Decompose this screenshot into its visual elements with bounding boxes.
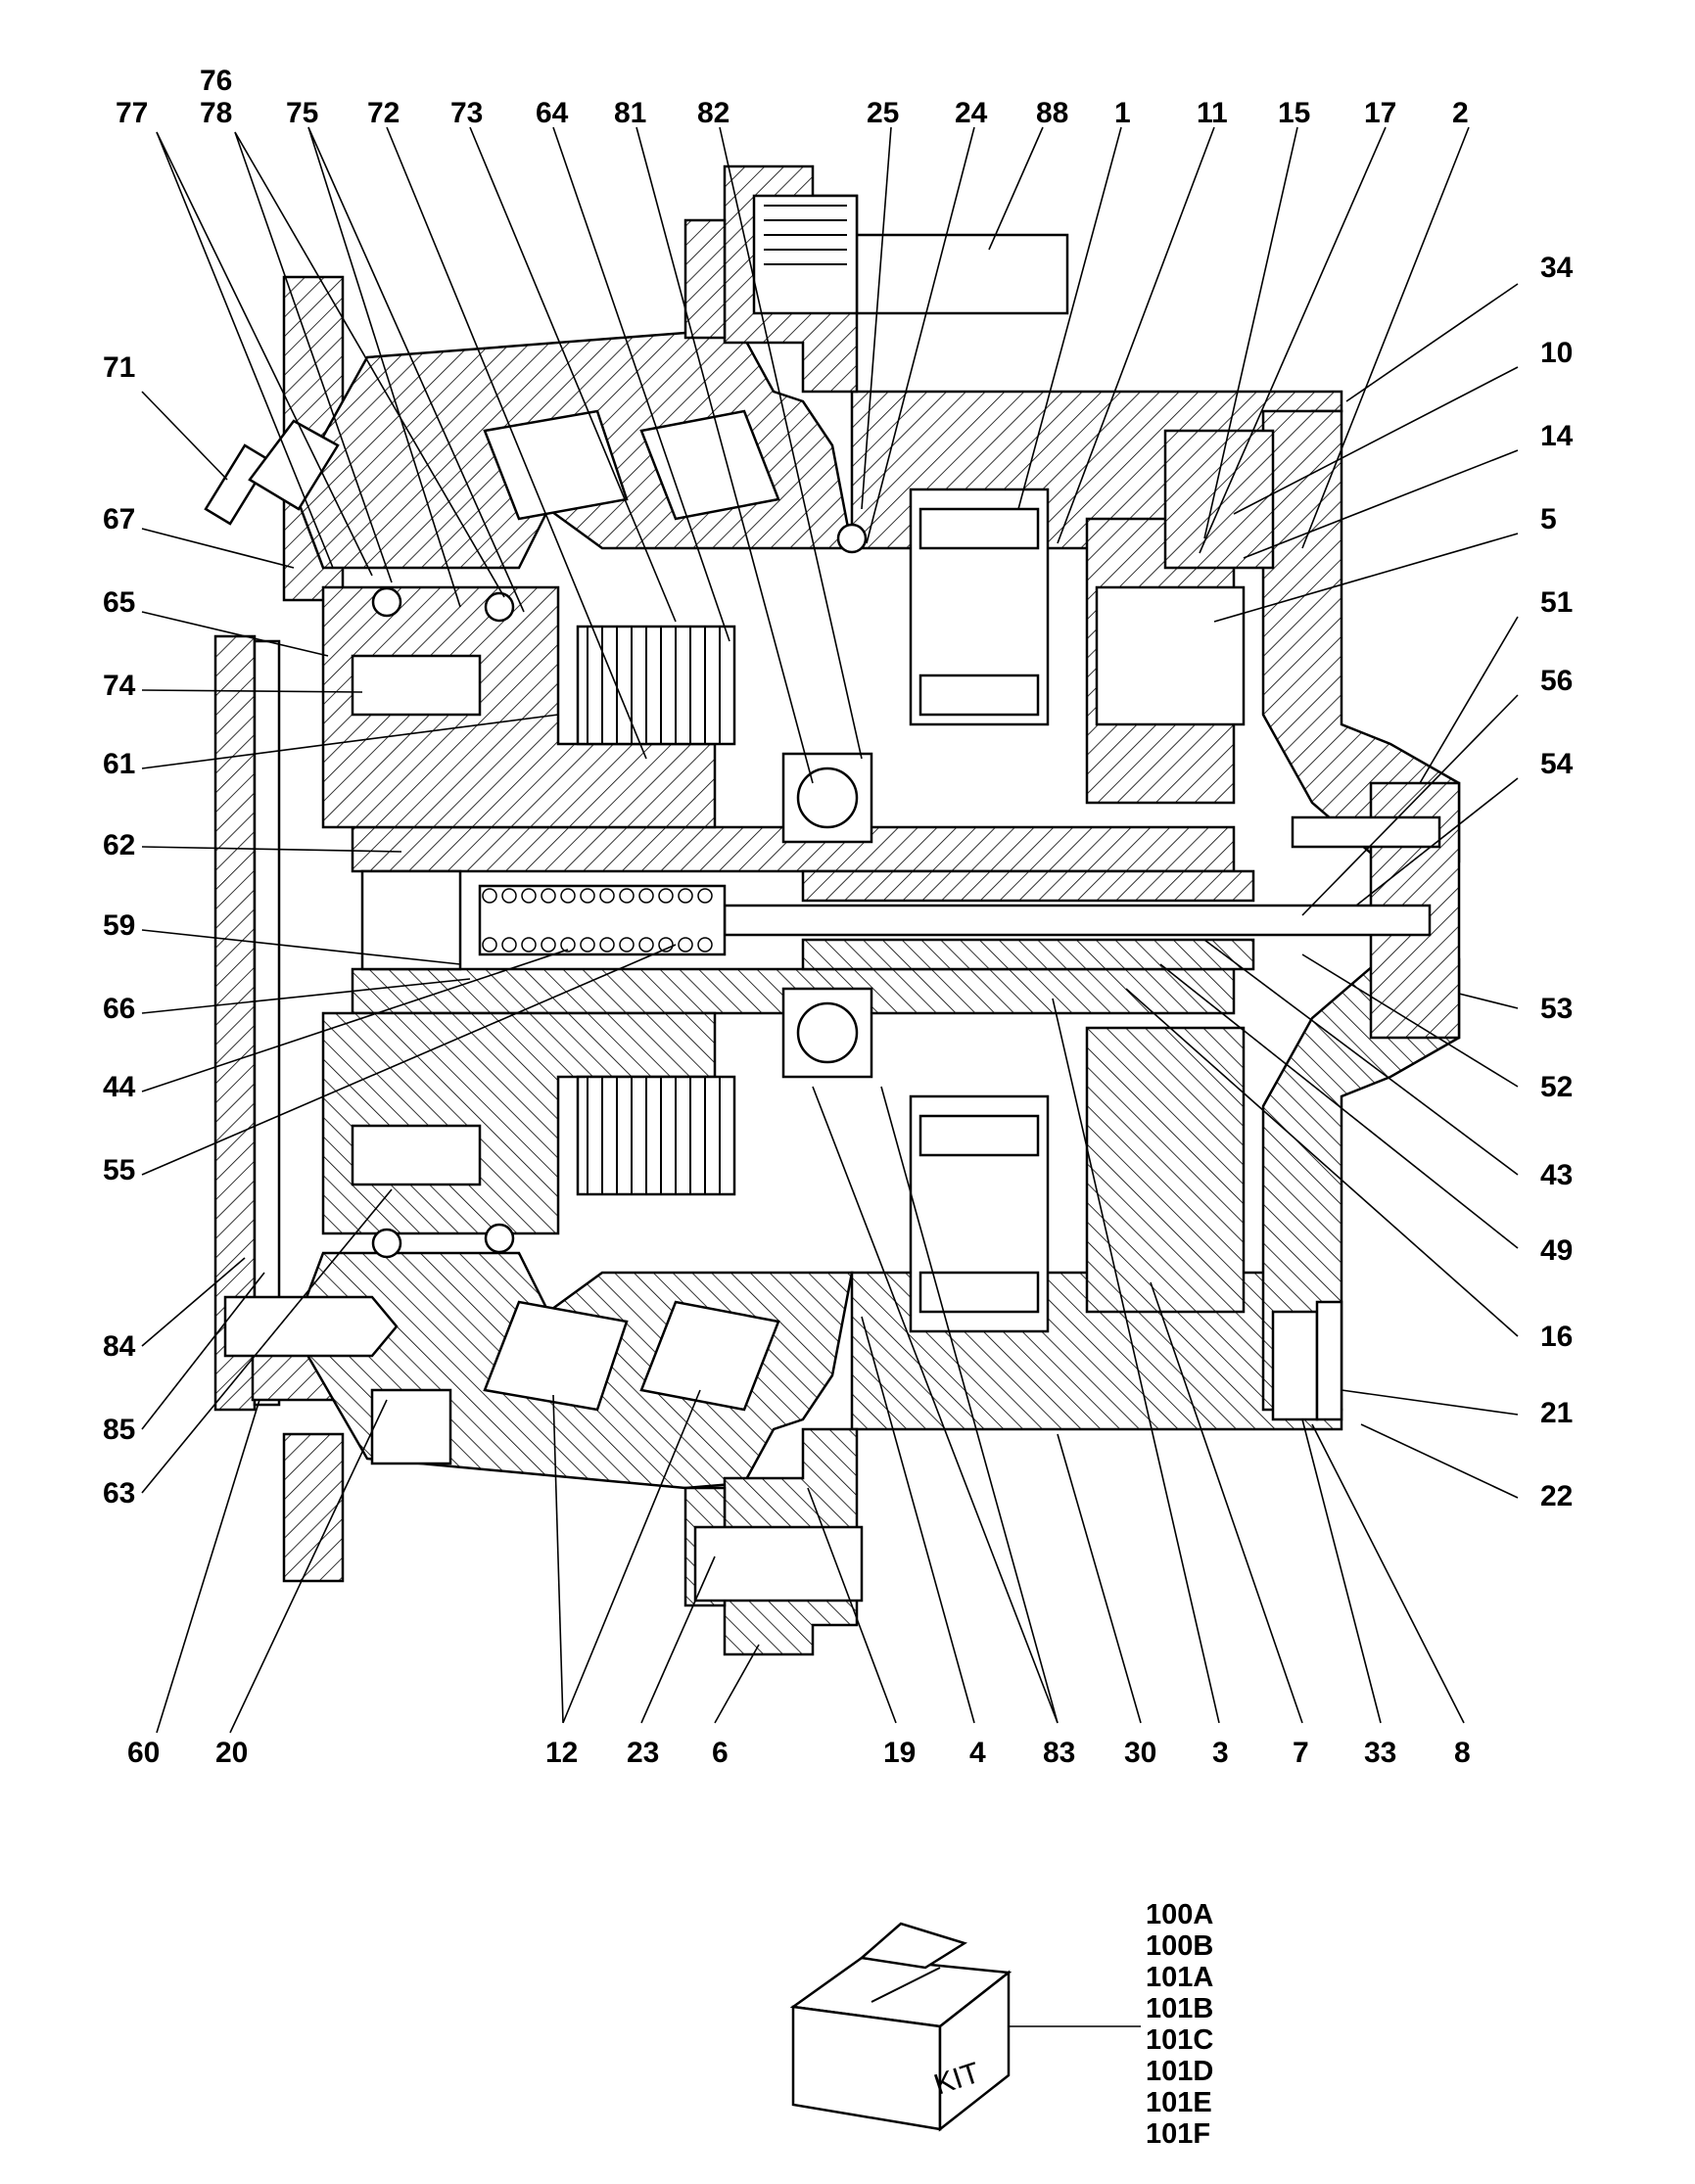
kit-item: 101B: [1146, 1993, 1213, 2024]
label: 8: [1454, 1737, 1471, 1769]
label: 84: [103, 1330, 136, 1363]
label: 15: [1278, 97, 1310, 129]
label: 49: [1540, 1234, 1573, 1267]
label: 85: [103, 1414, 135, 1446]
taper-bearings: [483, 409, 780, 1412]
brake-assembly: [321, 585, 736, 1235]
kit-item: 101A: [1146, 1962, 1213, 1993]
label: 2: [1452, 97, 1469, 129]
label: 83: [1043, 1737, 1075, 1769]
labels-top: 77 76 78 75 72 73 64 81 82 25 24 88 1 11…: [116, 65, 1469, 129]
label: 88: [1036, 97, 1068, 129]
ball-bearings: [371, 523, 873, 1259]
label: 71: [103, 351, 135, 384]
label: 14: [1540, 420, 1574, 452]
label: 59: [103, 909, 135, 942]
kit-item: 101C: [1146, 2024, 1213, 2056]
planetary-gear: [1085, 429, 1275, 1314]
label: 21: [1540, 1397, 1573, 1429]
label: 72: [367, 97, 400, 129]
label: 64: [536, 97, 569, 129]
kit-item: 101F: [1146, 2118, 1210, 2150]
needle-bearings: [909, 488, 1050, 1333]
kit-items: 100A 100B 101A 101B 101C 101D 101E 101F: [1146, 1899, 1213, 2150]
labels-left: 71 67 65 74 61 62 59 66 44 55 84 85 63: [103, 351, 136, 1510]
label: 43: [1540, 1159, 1573, 1191]
label: 54: [1540, 748, 1574, 780]
label: 33: [1364, 1737, 1396, 1769]
label: 11: [1197, 97, 1228, 129]
label: 44: [103, 1071, 136, 1103]
label: 23: [627, 1737, 659, 1769]
label: 5: [1540, 503, 1557, 535]
label: 56: [1540, 665, 1573, 697]
label: 6: [712, 1737, 729, 1769]
label: 12: [545, 1737, 578, 1769]
label: 19: [883, 1737, 916, 1769]
label: 67: [103, 503, 135, 535]
label: 73: [450, 97, 483, 129]
label: 66: [103, 993, 135, 1025]
label: 63: [103, 1477, 135, 1510]
label: 62: [103, 829, 135, 861]
label: 52: [1540, 1071, 1573, 1103]
label: 82: [697, 97, 730, 129]
labels-right: 34 10 14 5 51 56 54 53 52 43 49 16 21 22: [1540, 252, 1574, 1512]
label: 20: [215, 1737, 248, 1769]
label: 76: [200, 65, 232, 97]
labels-bottom: 60 20 12 23 6 19 4 83 30 3 7 33 8: [127, 1737, 1471, 1769]
label: 61: [103, 748, 135, 780]
label: 81: [614, 97, 646, 129]
kit-item: 101E: [1146, 2087, 1212, 2118]
label: 16: [1540, 1321, 1573, 1353]
label: 7: [1293, 1737, 1309, 1769]
kit-item: 100A: [1146, 1899, 1213, 1930]
label: 22: [1540, 1480, 1573, 1512]
label: 78: [200, 97, 232, 129]
label: 53: [1540, 993, 1573, 1025]
label: 25: [867, 97, 899, 129]
label: 34: [1540, 252, 1574, 284]
drain-plug: [204, 419, 340, 526]
label: 24: [955, 97, 988, 129]
label: 60: [127, 1737, 160, 1769]
kit-box: KIT: [789, 1922, 1141, 2132]
label: 75: [286, 97, 318, 129]
label: 3: [1212, 1737, 1229, 1769]
kit-item: 100B: [1146, 1930, 1213, 1962]
mounting-flange: [683, 164, 1069, 1656]
label: 74: [103, 670, 136, 702]
leader-lines: [141, 126, 1519, 1734]
label: 65: [103, 586, 135, 619]
label: 77: [116, 97, 148, 129]
kit-item: 101D: [1146, 2056, 1213, 2087]
label: 10: [1540, 337, 1573, 369]
coil-spring: [478, 884, 727, 956]
label: 4: [969, 1737, 986, 1769]
label: 55: [103, 1154, 135, 1186]
label: 17: [1364, 97, 1396, 129]
label: 30: [1124, 1737, 1156, 1769]
label: 51: [1540, 586, 1573, 619]
label: 1: [1114, 97, 1131, 129]
cover-bolts: [1271, 815, 1441, 1421]
